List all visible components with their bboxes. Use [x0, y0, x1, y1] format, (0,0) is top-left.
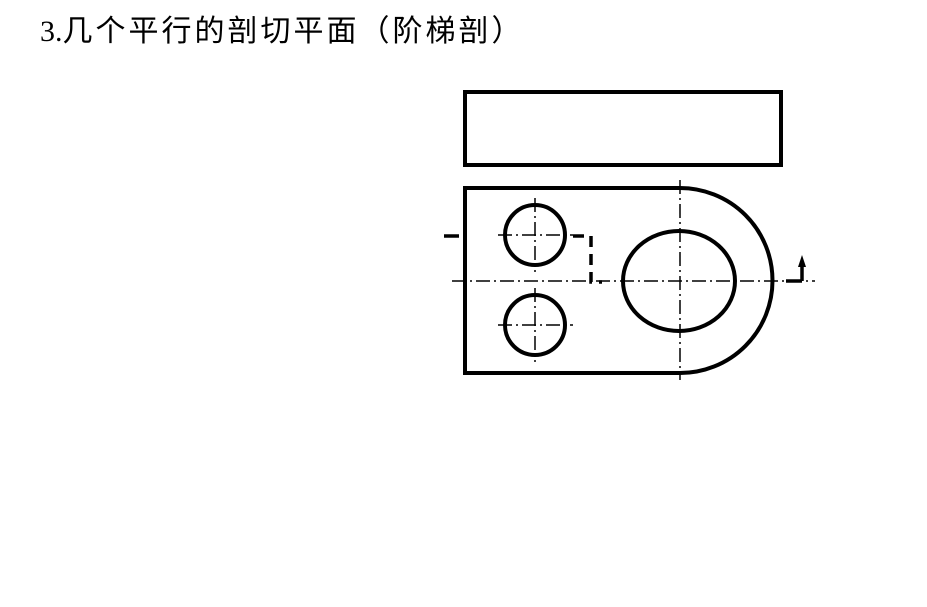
section-number: 3. [40, 15, 63, 48]
cutting-plane-trace [444, 234, 804, 284]
page-title: 3.几个平行的剖切平面（阶梯剖） [40, 6, 525, 50]
cutting-plane-step [573, 234, 602, 284]
center-lines [452, 180, 815, 380]
front-view-outline [463, 186, 775, 375]
section-title-text: 几个平行的剖切平面（阶梯剖） [62, 14, 525, 49]
top-view-rectangle [463, 90, 783, 167]
view-direction-arrow-head [798, 255, 806, 267]
